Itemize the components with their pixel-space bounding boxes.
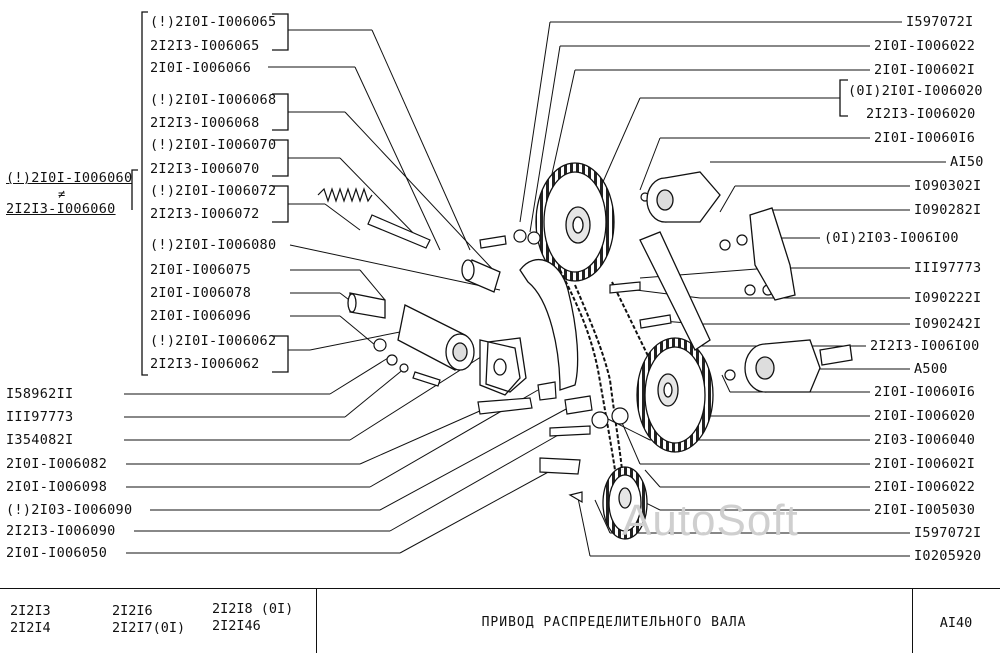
part-label: 2I0I-I006050 [6, 545, 108, 561]
part-label: AI50 [950, 154, 984, 170]
page-code: AI40 [939, 615, 973, 631]
flange-gasket [485, 337, 527, 393]
part-label: 2I2I3-I006068 [150, 115, 260, 131]
part-label: (!)2I0I-I006070 [150, 137, 277, 153]
part-label: 2I0I-I00602I [874, 456, 976, 472]
chain-tensioner [397, 304, 521, 396]
part-label: (!)2I0I-I006060 [6, 170, 133, 186]
part-label: 2I2I3-I006090 [6, 523, 116, 539]
oil-pump-drive [744, 339, 853, 393]
part-label: 2I2I3-I006I00 [870, 338, 980, 354]
part-label: 2I0I-I005030 [874, 502, 976, 518]
part-label: I58962II [6, 386, 74, 402]
part-label: 2I03-I006040 [874, 432, 976, 448]
model-code: 2I2I4 [10, 620, 51, 636]
part-label: 2I0I-I006022 [874, 38, 976, 54]
crankshaft-sprocket [602, 466, 648, 540]
part-label: (0I)2I0I-I006020 [848, 83, 983, 99]
page-title: ПРИВОД РАСПРЕДЕЛИТЕЛЬНОГО ВАЛА [481, 615, 747, 630]
part-label: 2I0I-I0060I6 [874, 384, 976, 400]
tensioner-plunger [461, 259, 501, 293]
part-label: 2I2I3-I006070 [150, 161, 260, 177]
part-label: 2I0I-I006078 [150, 285, 252, 301]
model-code: 2I2I8 (0I) [212, 601, 294, 617]
part-label: I354082I [6, 432, 74, 448]
part-label: 2I0I-I006098 [6, 479, 108, 495]
upper-camshaft-sprocket [535, 162, 615, 282]
part-label: I597072I [914, 525, 982, 541]
watermark: AutoSoft [622, 496, 799, 545]
part-label: 2I0I-I006075 [150, 262, 252, 278]
part-label: (!)2I0I-I006068 [150, 92, 277, 108]
part-label: I597072I [906, 14, 974, 30]
upper-bearing [646, 171, 721, 223]
part-label: I090222I [914, 290, 982, 306]
part-label: (!)2I03-I006090 [6, 502, 133, 518]
fasteners [373, 192, 774, 504]
part-label: III97773 [6, 409, 74, 425]
guide-bracket [749, 207, 796, 301]
part-label: (0I)2I03-I006I00 [824, 230, 959, 246]
part-label: (!)2I0I-I006065 [150, 14, 277, 30]
part-label: I0205920 [914, 548, 982, 564]
exploded-parts-diagram [124, 11, 946, 557]
model-code: 2I2I6 [112, 603, 153, 619]
part-label: (!)2I0I-I006062 [150, 333, 277, 349]
part-label: 2I0I-I006020 [874, 408, 976, 424]
model-code: 2I2I3 [10, 603, 51, 619]
code-cell: AI40 [912, 589, 1000, 653]
chain-guide [639, 231, 711, 351]
part-label: III97773 [914, 260, 982, 276]
not-equal-sign: ≠ [58, 187, 66, 201]
part-label: (!)2I0I-I006080 [150, 237, 277, 253]
part-label: (!)2I0I-I006072 [150, 183, 277, 199]
model-code: 2I2I7(0I) [112, 620, 186, 636]
chain-shoe [519, 259, 579, 391]
part-label: 2I0I-I006066 [150, 60, 252, 76]
part-label: I090302I [914, 178, 982, 194]
part-label: I090242I [914, 316, 982, 332]
part-label: 2I0I-I006082 [6, 456, 108, 472]
tensioner-cap-nut [347, 292, 386, 319]
part-label: 2I0I-I006022 [874, 479, 976, 495]
part-label: 2I2I3-I006062 [150, 356, 260, 372]
part-label: 2I0I-I0060I6 [874, 130, 976, 146]
part-label: I090282I [914, 202, 982, 218]
lower-sprocket [636, 337, 714, 453]
part-label: 2I2I3-I006020 [866, 106, 976, 122]
title-cell: ПРИВОД РАСПРЕДЕЛИТЕЛЬНОГО ВАЛА [316, 589, 913, 653]
title-block: 2I2I3 2I2I4 2I2I6 2I2I7(0I) 2I2I8 (0I) 2… [0, 588, 1000, 653]
tensioner-spring [317, 187, 431, 249]
part-label: A500 [914, 361, 948, 377]
model-code: 2I2I46 [212, 618, 261, 634]
part-label: 2I0I-I00602I [874, 62, 976, 78]
part-label: 2I2I3-I006072 [150, 206, 260, 222]
part-label: 2I2I3-I006060 [6, 201, 116, 217]
part-label: 2I0I-I006096 [150, 308, 252, 324]
models-cell: 2I2I3 2I2I4 2I2I6 2I2I7(0I) 2I2I8 (0I) 2… [0, 589, 317, 653]
part-label: 2I2I3-I006065 [150, 38, 260, 54]
timing-chain [559, 269, 651, 471]
